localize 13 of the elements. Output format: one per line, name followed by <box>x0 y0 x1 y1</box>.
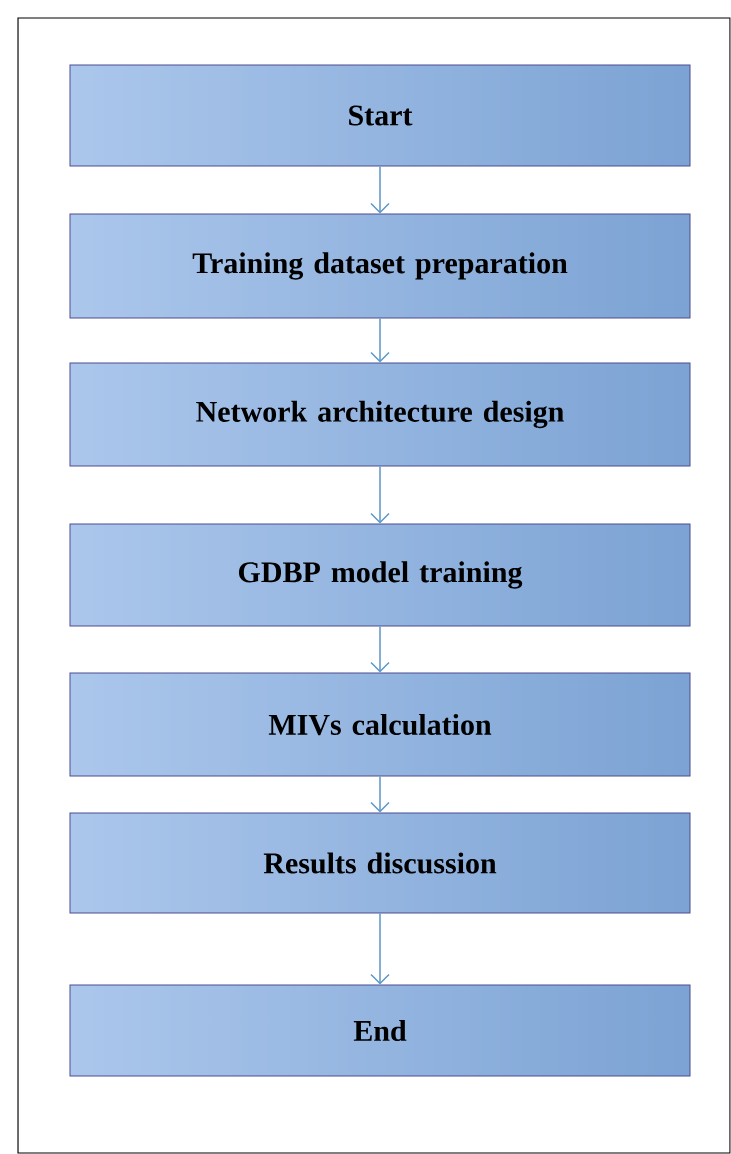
arrow <box>370 625 390 673</box>
process-box: Results discussion <box>69 812 691 914</box>
arrow <box>370 317 390 363</box>
process-box: End <box>69 984 691 1077</box>
arrow <box>370 912 390 985</box>
arrow <box>370 465 390 524</box>
process-box: MIVs calculation <box>69 672 691 777</box>
process-box: Start <box>69 64 691 167</box>
arrow <box>370 775 390 813</box>
arrow <box>370 165 390 214</box>
process-box: Network architecture design <box>69 362 691 467</box>
process-box: Training dataset preparation <box>69 213 691 319</box>
process-box: GDBP model training <box>69 523 691 627</box>
